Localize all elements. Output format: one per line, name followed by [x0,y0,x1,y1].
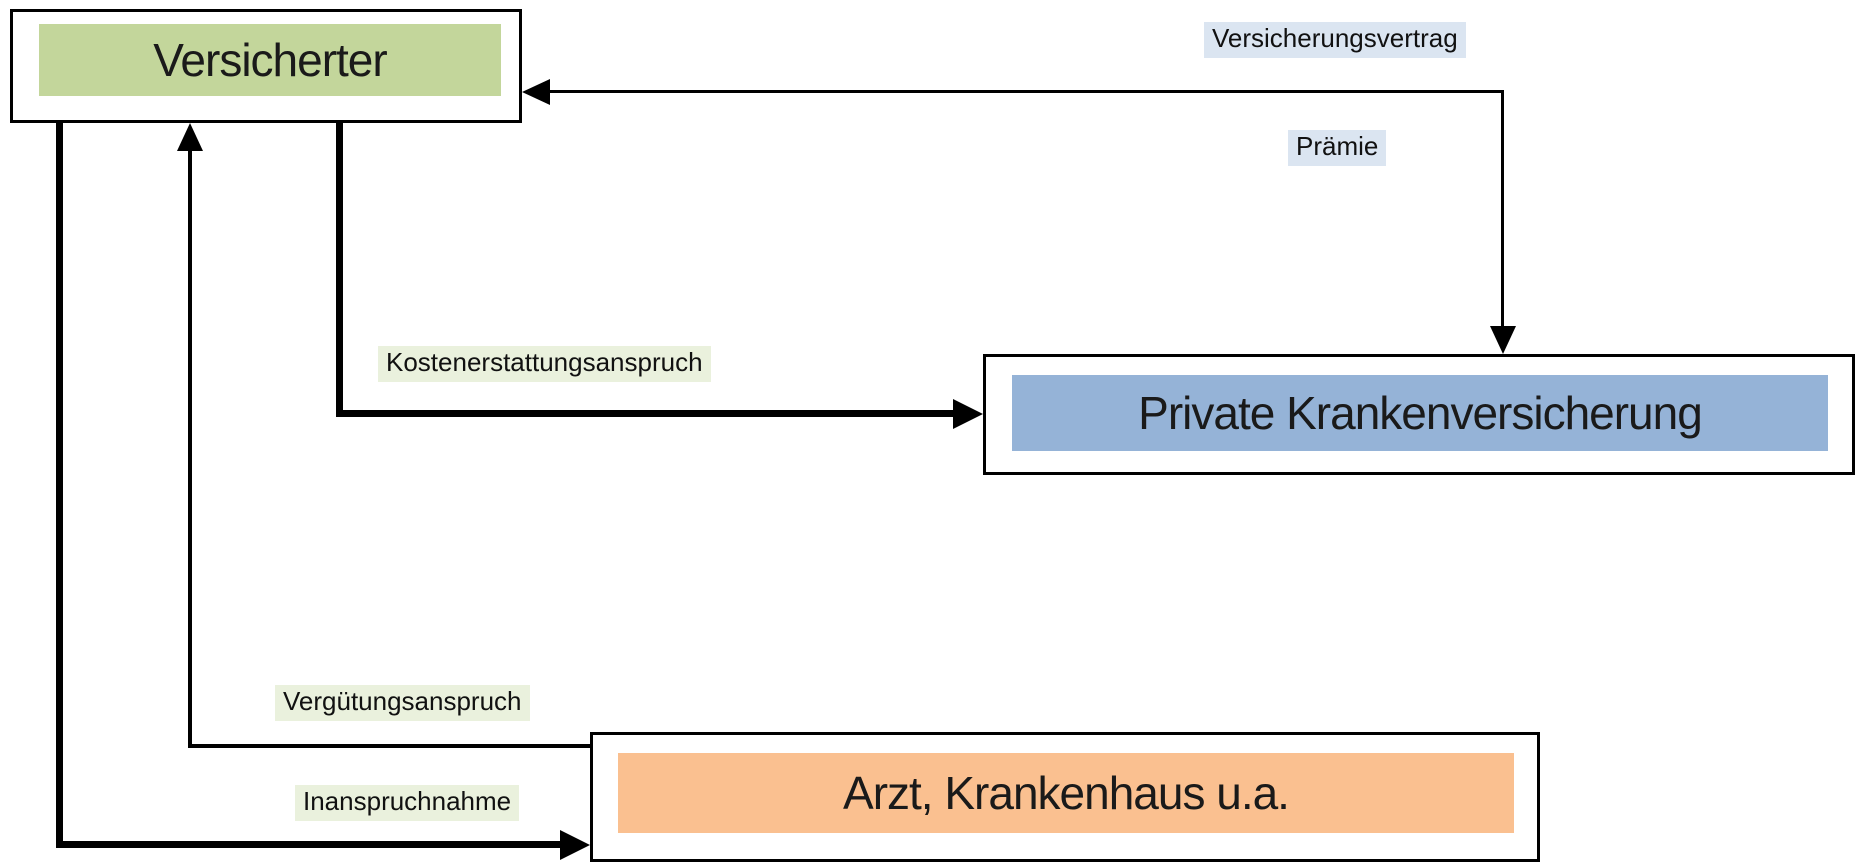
edge-inanspruchnahme-vertical-line [56,123,63,848]
arrowhead-into-arzt-icon [560,830,590,860]
node-private-krankenversicherung: Private Krankenversicherung [983,354,1855,475]
arrowhead-into-private-krankenversicherung-icon [1490,326,1516,354]
node-versicherter-fill: Versicherter [39,24,501,96]
node-versicherter-label: Versicherter [153,34,387,86]
node-private-krankenversicherung-label: Private Krankenversicherung [1138,387,1703,439]
node-private-krankenversicherung-fill: Private Krankenversicherung [1012,375,1828,451]
node-arzt-krankenhaus-fill: Arzt, Krankenhaus u.a. [618,753,1514,833]
edge-praemie-vertical-line [1501,90,1504,328]
edge-label-praemie: Prämie [1288,130,1387,166]
edge-versicherungsvertrag-horizontal-line [548,90,1504,93]
arrowhead-into-versicherter-icon [522,79,550,105]
edge-label-inanspruchnahme: Inanspruchnahme [295,785,520,821]
edge-inanspruchnahme-horizontal-line [56,841,562,848]
edge-verguetungsanspruch-vertical-line [188,149,192,748]
edge-kostenerstattungsanspruch-vertical-line [336,123,343,417]
node-versicherter: Versicherter [10,9,522,123]
edge-label-kostenerstattungsanspruch: Kostenerstattungsanspruch [378,346,711,382]
arrowhead-into-versicherter-bottom-icon [177,123,203,151]
arrowhead-into-private-krankenversicherung-left-icon [953,399,983,429]
node-arzt-krankenhaus: Arzt, Krankenhaus u.a. [590,732,1540,862]
node-arzt-krankenhaus-label: Arzt, Krankenhaus u.a. [843,767,1290,819]
edge-label-verguetungsanspruch: Vergütungsanspruch [275,685,530,721]
edge-kostenerstattungsanspruch-horizontal-line [336,410,955,417]
edge-verguetungsanspruch-horizontal-line [188,744,590,748]
edge-label-versicherungsvertrag: Versicherungsvertrag [1204,22,1466,58]
